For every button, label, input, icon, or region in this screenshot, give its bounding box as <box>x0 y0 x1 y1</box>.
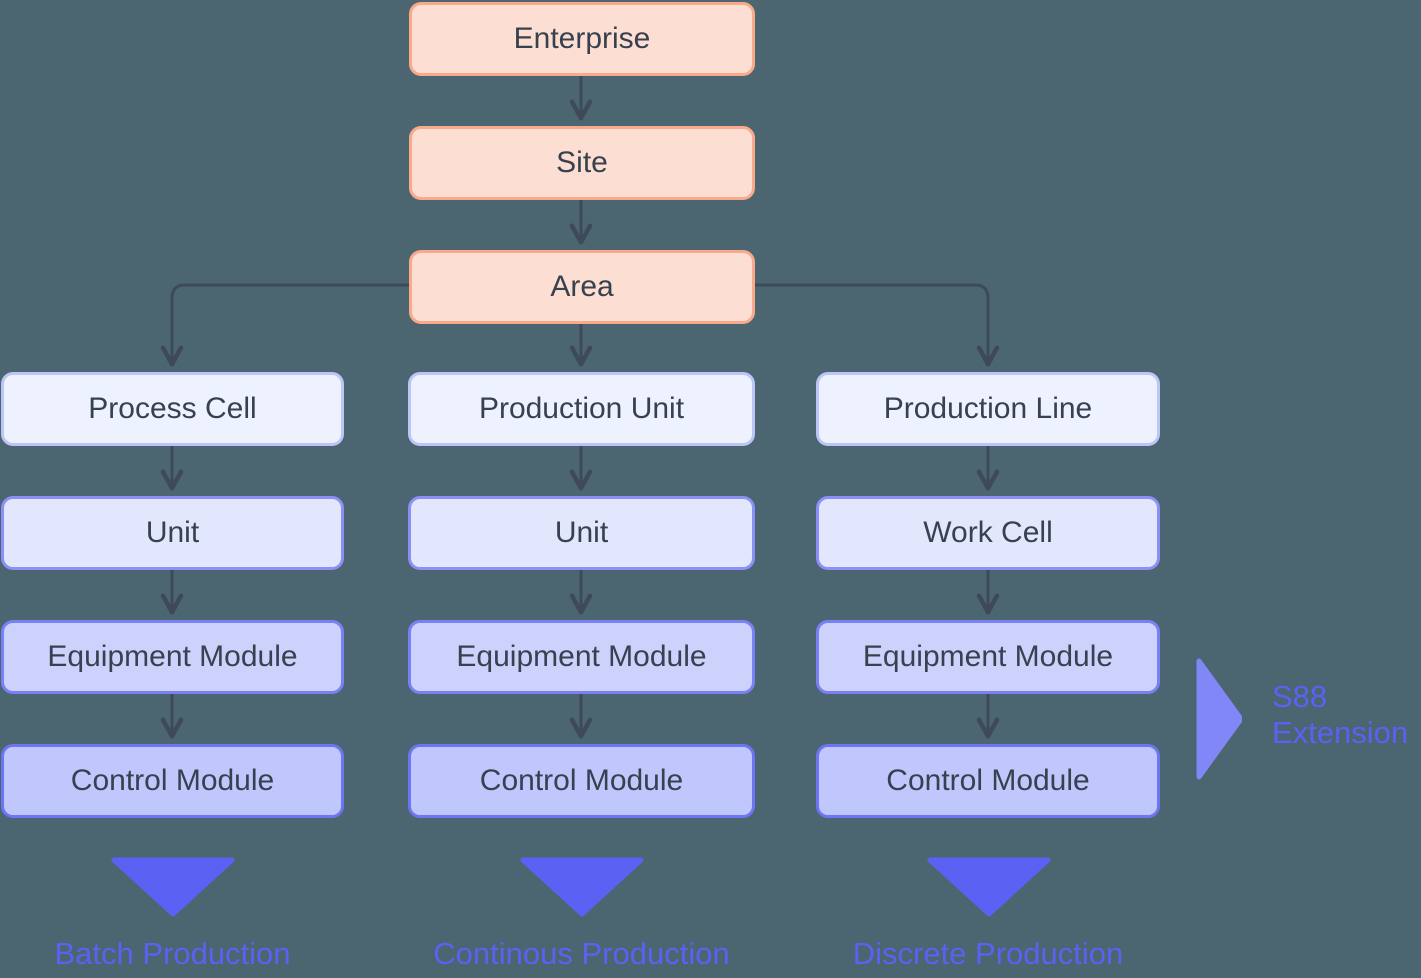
caption-discrete-production: Discrete Production <box>852 936 1124 971</box>
node-site[interactable]: Site <box>409 126 755 200</box>
batch-down-triangle-icon <box>111 857 235 917</box>
edge-area-production-line <box>754 283 1000 367</box>
node-area[interactable]: Area <box>409 250 755 324</box>
node-work-cell[interactable]: Work Cell <box>816 496 1160 570</box>
caption-batch-production: Batch Production <box>54 936 291 971</box>
node-equipment-module-mid[interactable]: Equipment Module <box>408 620 755 694</box>
s88-right-arrow-icon <box>1196 658 1242 780</box>
node-control-module-mid[interactable]: Control Module <box>408 744 755 818</box>
caption-continuous-production: Continous Production <box>433 936 730 971</box>
node-equipment-module-left[interactable]: Equipment Module <box>1 620 344 694</box>
continuous-down-triangle-icon <box>520 857 644 917</box>
s88-extension-line2: Extension <box>1272 715 1409 750</box>
s88-extension-label: S88 Extension <box>1272 679 1408 751</box>
node-control-module-left[interactable]: Control Module <box>1 744 344 818</box>
node-process-cell[interactable]: Process Cell <box>1 372 344 446</box>
discrete-down-triangle-icon <box>927 857 1051 917</box>
s88-extension-line1: S88 <box>1272 679 1328 714</box>
node-enterprise[interactable]: Enterprise <box>409 2 755 76</box>
node-equipment-module-right[interactable]: Equipment Module <box>816 620 1160 694</box>
edge-area-process-cell <box>160 283 409 367</box>
node-unit-left[interactable]: Unit <box>1 496 344 570</box>
node-production-unit[interactable]: Production Unit <box>408 372 755 446</box>
node-production-line[interactable]: Production Line <box>816 372 1160 446</box>
node-unit-mid[interactable]: Unit <box>408 496 755 570</box>
node-control-module-right[interactable]: Control Module <box>816 744 1160 818</box>
